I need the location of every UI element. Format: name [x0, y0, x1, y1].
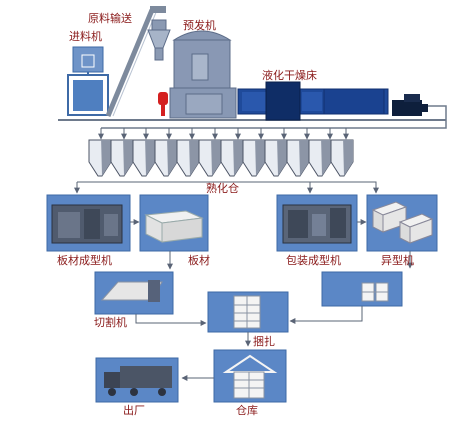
label-warehouse: 仓库 — [236, 404, 258, 417]
label-packaging-molding-machine: 包装成型机 — [286, 254, 341, 267]
hopper — [147, 19, 171, 61]
silo-hopper — [220, 139, 244, 177]
board-panel — [139, 194, 209, 252]
board-molding-machine-panel — [46, 194, 131, 252]
red-valve — [158, 92, 168, 116]
label-maturing-silo: 熟化仓 — [206, 182, 239, 195]
label-board: 板材 — [188, 254, 210, 267]
silo-hopper — [308, 139, 332, 177]
cutting-to-bundling-line — [135, 314, 207, 326]
silo-feed-arrows — [98, 128, 349, 140]
label-bundling: 捆扎 — [253, 335, 275, 348]
silo-hopper — [88, 139, 112, 177]
silo-hopper — [154, 139, 178, 177]
bundling-panel — [207, 291, 289, 333]
maturing-silo-row — [88, 139, 354, 177]
silo-hopper — [264, 139, 288, 177]
raw-material-conveyor — [105, 6, 166, 117]
pre-expander-machine — [169, 30, 237, 119]
label-outbound: 出厂 — [123, 404, 145, 417]
label-pre-expander: 预发机 — [183, 19, 216, 32]
warehouse-panel — [213, 349, 287, 403]
silo-hopper — [330, 139, 354, 177]
silo-hopper — [110, 139, 134, 177]
packaging-molding-machine-panel — [276, 194, 358, 252]
fluid-dryer-bed — [237, 81, 389, 121]
label-cutting-machine: 切割机 — [94, 316, 127, 329]
label-board-molding-machine: 板材成型机 — [57, 254, 112, 267]
truck-panel — [95, 357, 179, 403]
silo-hopper — [176, 139, 200, 177]
special-to-bundling-line — [289, 306, 363, 324]
label-raw-transport: 原料输送 — [88, 12, 132, 25]
silo-hopper — [198, 139, 222, 177]
cutting-machine-panel — [94, 271, 174, 315]
feeder-machine — [67, 46, 109, 116]
silo-hopper — [242, 139, 266, 177]
special-shape-panel — [366, 194, 438, 252]
return-line — [101, 105, 447, 129]
label-special-shape-machine: 异型机 — [381, 254, 414, 267]
silo-output-lines — [74, 181, 379, 194]
dryer-motor — [392, 94, 428, 116]
special-shape-output-panel — [321, 271, 403, 307]
label-fluid-dryer: 液化干燥床 — [262, 69, 317, 82]
silo-hopper — [286, 139, 310, 177]
silo-hopper — [132, 139, 156, 177]
label-feeder: 进料机 — [69, 30, 102, 43]
